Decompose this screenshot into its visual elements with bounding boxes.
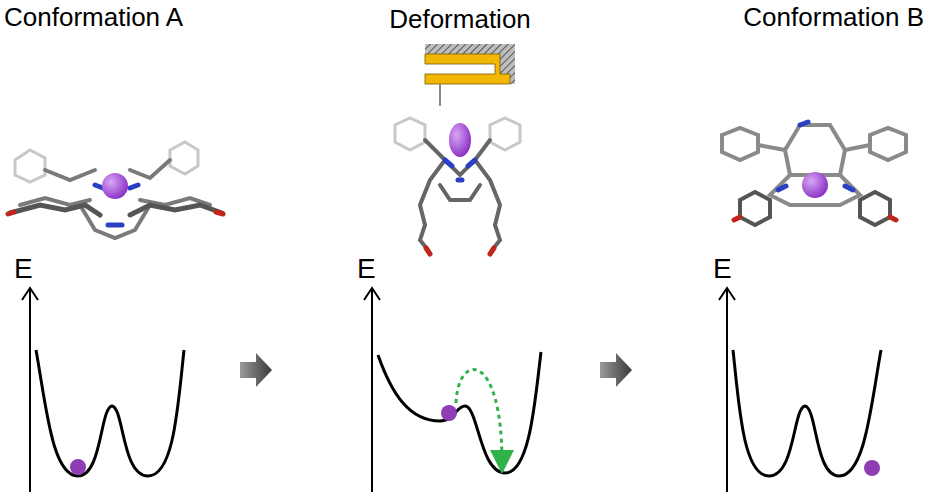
molecule-a (8, 142, 223, 238)
energy-curves (36, 350, 881, 476)
panel-title: Deformation (389, 6, 531, 32)
state-ball (70, 405, 880, 476)
step-arrow (600, 353, 632, 387)
panel-title: Conformation A (4, 4, 183, 30)
axis-label: E (357, 255, 376, 283)
transition-arrow (456, 369, 502, 462)
axis-label: E (713, 255, 732, 283)
energy-axes (22, 288, 735, 492)
afm-tip (425, 44, 515, 106)
step-arrow (240, 353, 272, 387)
panel-title: Conformation B (743, 4, 924, 30)
molecule-deformed (395, 118, 520, 254)
axis-label: E (14, 255, 33, 283)
molecule-b (722, 122, 906, 225)
